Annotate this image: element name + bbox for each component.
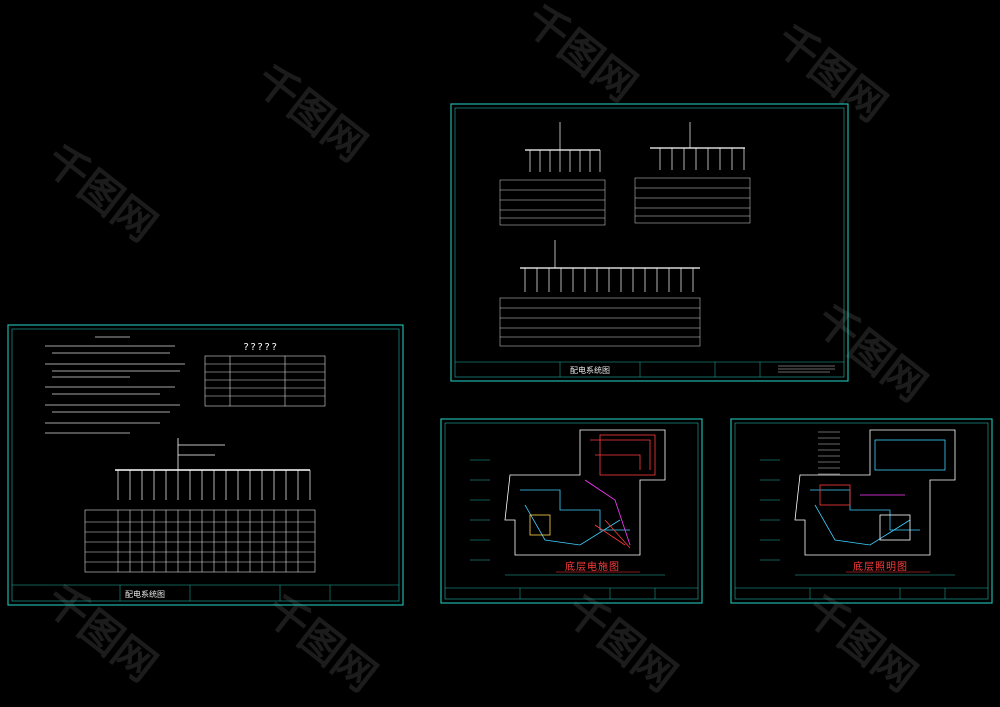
branch-circuits xyxy=(117,470,311,500)
top-sheet-notes xyxy=(778,365,835,373)
panel-a-diagram xyxy=(499,122,606,226)
sheet-left xyxy=(7,324,404,606)
grid-axis-marks xyxy=(470,459,665,576)
top-sheet-title-block-label: 配电系统图 xyxy=(570,366,610,375)
floor-plan-walls xyxy=(504,429,666,556)
design-notes xyxy=(45,336,185,434)
circuit-table xyxy=(84,509,316,573)
power-plan-title: 底层电施图 xyxy=(565,562,620,573)
left-sheet-title-block-label: 配电系统图 xyxy=(125,590,165,599)
lighting-plan-title: 底层照明图 xyxy=(853,562,908,573)
sheet-plan-power xyxy=(440,418,703,604)
panel-b-diagram xyxy=(634,122,751,224)
panel-c-diagram xyxy=(499,240,701,347)
grid-axis-marks xyxy=(760,459,955,576)
lighting-circuits xyxy=(810,439,946,546)
legend-table xyxy=(204,355,326,407)
floor-plan-walls xyxy=(794,429,956,556)
sheet-top xyxy=(450,103,849,382)
lighting-legend xyxy=(818,431,840,475)
incoming-feeder xyxy=(115,438,310,471)
power-circuits xyxy=(520,434,656,549)
sheet-plan-lighting xyxy=(730,418,993,604)
legend-table-heading: ????? xyxy=(243,342,279,353)
